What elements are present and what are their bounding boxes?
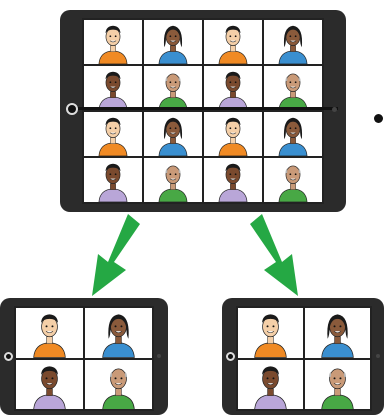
person-man-green-icon: [158, 165, 188, 202]
person-boy-orange-icon: [218, 25, 248, 64]
person-boy-purple-icon: [98, 163, 128, 202]
person-girl-blue-icon: [102, 314, 135, 358]
person-boy-purple-icon: [218, 71, 248, 110]
video-tile-man-green: [264, 158, 322, 202]
person-boy-purple-icon: [254, 365, 287, 409]
video-tile-boy-orange: [84, 112, 142, 156]
person-boy-purple-icon: [33, 365, 66, 409]
small-tablet-left: [0, 298, 168, 415]
large-tablet: [60, 10, 346, 212]
sensor-dot: [376, 354, 380, 358]
video-tile-boy-orange: [84, 20, 142, 64]
arrow-down-right-icon: [250, 214, 298, 296]
video-tile-man-green: [85, 359, 152, 409]
sensor-dot: [157, 354, 161, 358]
video-tile-girl-blue: [144, 112, 202, 156]
video-tile-boy-purple: [84, 158, 142, 202]
person-man-green-icon: [278, 165, 308, 202]
video-tile-boy-purple: [204, 66, 262, 110]
video-tile-boy-purple: [238, 359, 303, 409]
video-tile-girl-blue: [305, 308, 370, 358]
person-girl-blue-icon: [278, 25, 308, 64]
person-boy-orange-icon: [98, 117, 128, 156]
video-tile-boy-purple: [16, 359, 83, 409]
video-tile-boy-purple: [84, 66, 142, 110]
sensor-dot: [332, 107, 337, 112]
video-tile-boy-orange: [16, 308, 83, 358]
person-girl-blue-icon: [158, 117, 188, 156]
video-tile-girl-blue: [264, 20, 322, 64]
person-boy-purple-icon: [218, 163, 248, 202]
camera-icon: [4, 352, 13, 361]
video-tile-girl-blue: [264, 112, 322, 156]
video-tile-girl-blue: [85, 308, 152, 358]
person-man-green-icon: [278, 73, 308, 110]
small-tablet-right-screen: [236, 306, 372, 411]
arrow-down-left-icon: [92, 214, 140, 296]
video-tile-man-green: [264, 66, 322, 110]
person-man-green-icon: [158, 73, 188, 110]
video-tile-man-green: [305, 359, 370, 409]
video-tile-boy-orange: [204, 112, 262, 156]
camera-icon: [66, 103, 78, 115]
person-girl-blue-icon: [278, 117, 308, 156]
person-girl-blue-icon: [321, 314, 354, 358]
bullet-dot: [374, 114, 383, 123]
person-boy-orange-icon: [33, 314, 66, 358]
video-tile-man-green: [144, 66, 202, 110]
small-tablet-right: [222, 298, 384, 415]
large-tablet-screen: [82, 18, 324, 204]
video-tile-girl-blue: [144, 20, 202, 64]
person-man-green-icon: [321, 368, 354, 409]
screen-divider-line: [68, 107, 338, 110]
video-tile-boy-orange: [238, 308, 303, 358]
person-boy-orange-icon: [254, 314, 287, 358]
person-boy-orange-icon: [218, 117, 248, 156]
person-boy-purple-icon: [98, 71, 128, 110]
small-tablet-left-screen: [14, 306, 154, 411]
video-tile-boy-purple: [204, 158, 262, 202]
camera-icon: [226, 352, 235, 361]
video-tile-man-green: [144, 158, 202, 202]
person-man-green-icon: [102, 368, 135, 409]
video-tile-boy-orange: [204, 20, 262, 64]
person-boy-orange-icon: [98, 25, 128, 64]
person-girl-blue-icon: [158, 25, 188, 64]
